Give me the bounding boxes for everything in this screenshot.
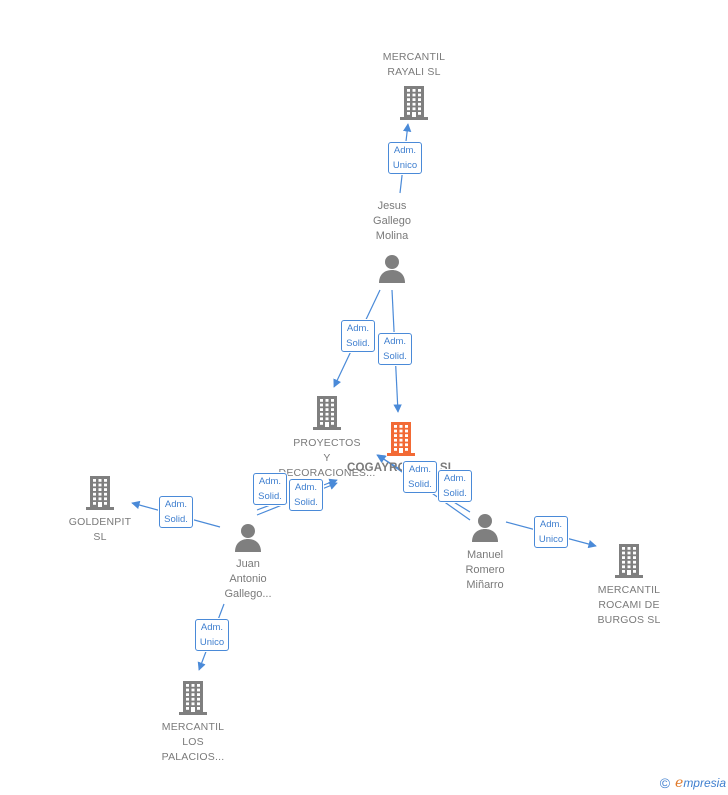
node-label-goldenpit[interactable]: GOLDENPIT SL bbox=[45, 515, 155, 545]
edge-label-juan-palacios[interactable]: Adm. Unico bbox=[194, 619, 230, 651]
node-name: MERCANTIL LOS PALACIOS... bbox=[161, 721, 225, 763]
node-name: GOLDENPIT SL bbox=[68, 516, 132, 543]
edge-label-jesus-proyectos[interactable]: Adm. Solid. bbox=[341, 320, 375, 352]
edge-label-juan-cogayro[interactable]: Adm. Solid. bbox=[289, 479, 323, 511]
person-icon-jesus[interactable] bbox=[377, 253, 407, 283]
node-label-rocami[interactable]: MERCANTIL ROCAMI DE BURGOS SL bbox=[574, 583, 684, 628]
edge-label-jesus-rayali[interactable]: Adm. Unico bbox=[387, 142, 423, 174]
company-building-icon-palacios[interactable] bbox=[177, 679, 209, 715]
edge-label-manuel-rocami[interactable]: Adm. Unico bbox=[533, 516, 569, 548]
edge-label-jesus-cogayro[interactable]: Adm. Solid. bbox=[378, 333, 412, 365]
company-building-icon-rayali[interactable] bbox=[398, 84, 430, 120]
brand-watermark[interactable]: © empresia bbox=[660, 775, 726, 791]
node-label-jesus[interactable]: Jesus Gallego Molina bbox=[337, 199, 447, 244]
node-label-juan[interactable]: Juan Antonio Gallego... bbox=[193, 557, 303, 602]
edge-label-manuel-cogayro[interactable]: Adm. Solid. bbox=[438, 470, 472, 502]
edge-label-juan-goldenpit[interactable]: Adm. Solid. bbox=[159, 496, 193, 528]
node-name: Juan Antonio Gallego... bbox=[224, 558, 272, 600]
node-name: MERCANTIL ROCAMI DE BURGOS SL bbox=[597, 584, 661, 626]
edge-label-manuel-cogayro[interactable]: Adm. Solid. bbox=[403, 461, 437, 493]
node-label-rayali[interactable]: MERCANTIL RAYALI SL bbox=[359, 50, 469, 80]
node-label-palacios[interactable]: MERCANTIL LOS PALACIOS... bbox=[138, 720, 248, 765]
copyright-icon: © bbox=[659, 775, 671, 791]
company-building-icon-cogayro[interactable] bbox=[385, 420, 417, 456]
edge-label-juan-proyectos[interactable]: Adm. Solid. bbox=[253, 473, 287, 505]
person-icon-manuel[interactable] bbox=[470, 512, 500, 542]
brand-name: mpresia bbox=[683, 776, 726, 790]
node-label-manuel[interactable]: Manuel Romero Miñarro bbox=[430, 548, 540, 593]
company-building-icon-goldenpit[interactable] bbox=[84, 474, 116, 510]
person-icon-juan[interactable] bbox=[233, 522, 263, 552]
brand-initial: e bbox=[675, 775, 684, 791]
node-name: PROYECTOS Y DECORACIONES... bbox=[278, 437, 376, 479]
node-name: Manuel Romero Miñarro bbox=[465, 549, 505, 591]
node-label-proyectos[interactable]: PROYECTOS Y DECORACIONES... bbox=[272, 436, 382, 481]
node-name: MERCANTIL RAYALI SL bbox=[382, 51, 446, 78]
company-building-icon-rocami[interactable] bbox=[613, 542, 645, 578]
node-name: Jesus Gallego Molina bbox=[373, 200, 411, 242]
company-building-icon-proyectos[interactable] bbox=[311, 394, 343, 430]
